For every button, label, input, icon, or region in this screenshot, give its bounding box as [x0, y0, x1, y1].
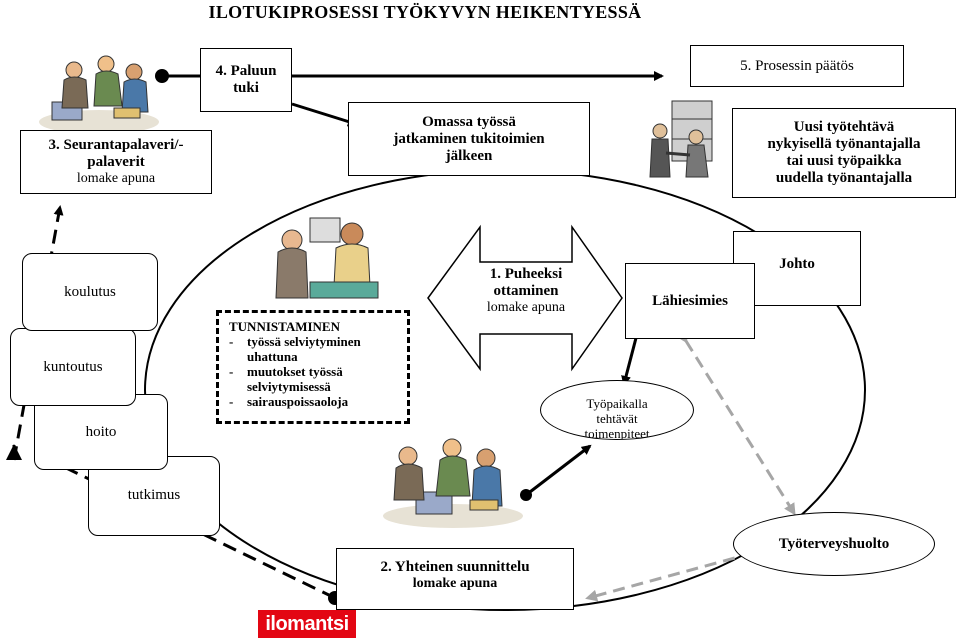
ilomantsi-logo: ilomantsi — [258, 610, 356, 638]
step3-follow-up-meeting: 3. Seurantapalaveri/- palaverit lomake a… — [20, 130, 212, 194]
arrow-supervisor-to-workplace — [621, 337, 638, 386]
page-title: ILOTUKIPROSESSI TYÖKYVYN HEIKENTYESSÄ — [208, 2, 642, 22]
workplace-actions: Työpaikalla tehtävät toimenpiteet — [540, 380, 694, 440]
supervisor-box: Lähiesimies — [625, 263, 755, 339]
step1-block-arrow — [427, 224, 623, 372]
grey-dashed-to-planning — [585, 551, 754, 602]
arrow-to-workplace-actions — [525, 444, 592, 497]
new-job-outcome: Uusi työtehtävä nykyisellä työnantajalla… — [732, 108, 956, 198]
identification-item: -sairauspoissaoloja — [229, 394, 349, 409]
identification-item: -työssä selviytyminen uhattuna — [229, 334, 361, 364]
identification-item: -muutokset työssä selviytymisessä — [229, 364, 343, 394]
meeting-clipart-icon — [39, 55, 159, 134]
occupational-health: Työterveyshuolto — [733, 512, 935, 576]
step2-joint-planning: 2. Yhteinen suunnittelu lomake apuna — [336, 548, 574, 610]
conversation-clipart-icon — [275, 217, 379, 299]
identification-box: TUNNISTAMINEN -työssä selviytyminen uhat… — [216, 310, 410, 424]
step4-return-support: 4. Paluun tuki — [200, 48, 292, 112]
arrow-to-continue-work — [291, 102, 358, 127]
option-rehabilitation: kuntoutus — [10, 328, 136, 406]
option-treatment: hoito — [34, 394, 168, 470]
continue-current-job: Omassa työssä jatkaminen tukitoimien jäl… — [348, 102, 590, 176]
office-handshake-clipart-icon — [649, 100, 713, 178]
step5-process-decision: 5. Prosessin päätös — [690, 45, 904, 87]
step1-bring-up: 1. Puheeksi ottaminen lomake apuna — [486, 266, 566, 315]
grey-dashed-bidirectional — [676, 330, 796, 516]
identification-heading: TUNNISTAMINEN — [229, 319, 340, 334]
option-training: koulutus — [22, 253, 158, 331]
meeting-clipart-bottom-icon — [383, 438, 523, 528]
